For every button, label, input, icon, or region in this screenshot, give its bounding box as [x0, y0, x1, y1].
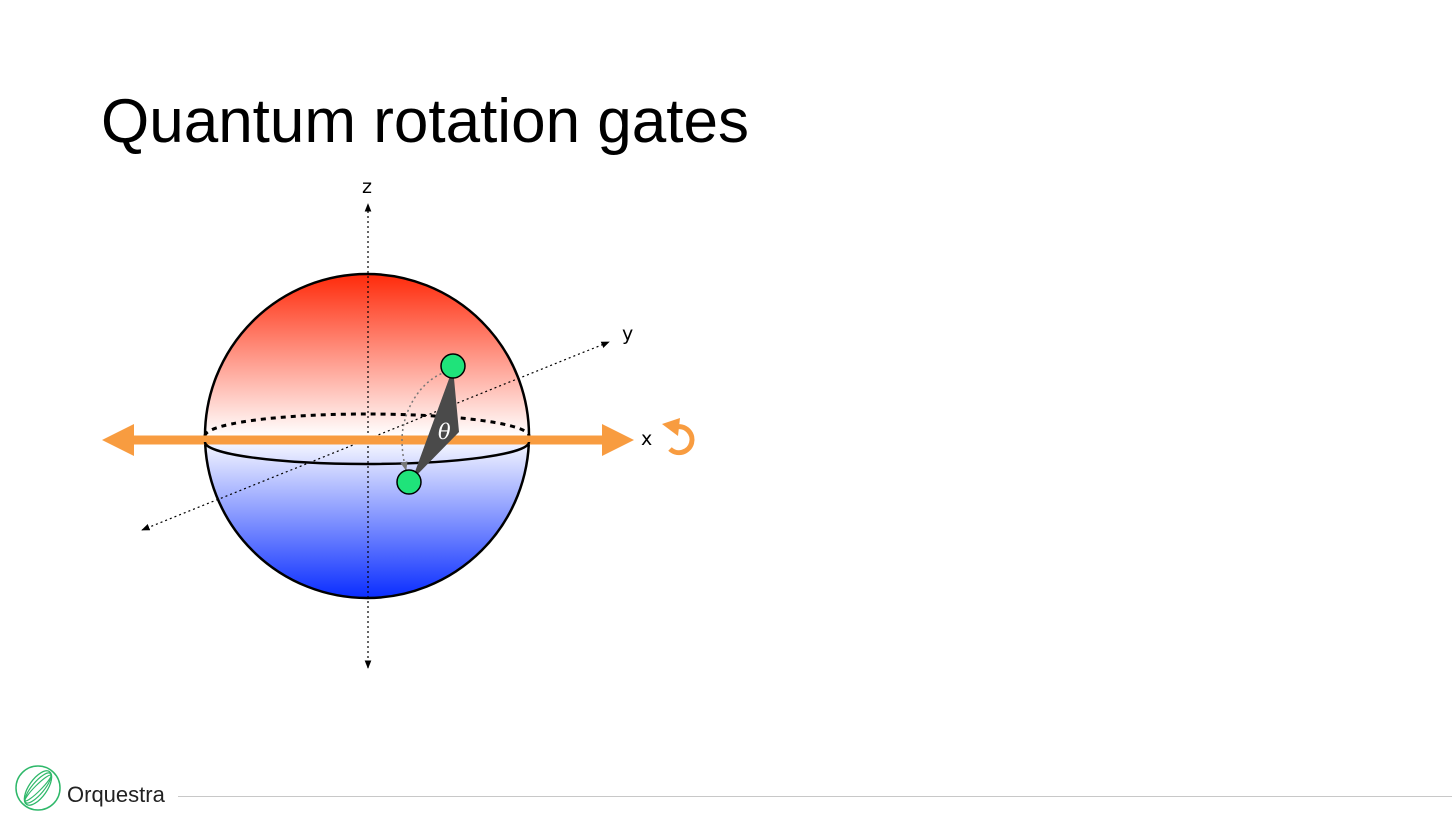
equator-front [203, 441, 531, 466]
rotation-path-arc [400, 371, 447, 471]
slide-title: Quantum rotation gates [101, 87, 749, 156]
initial-state-point [440, 353, 466, 379]
footer-divider [178, 796, 1452, 797]
orquestra-logo-icon [15, 765, 61, 811]
brand-name: Orquestra [67, 782, 165, 807]
rotation-arrow-icon [662, 418, 695, 456]
rotated-state-point [396, 469, 422, 495]
y-axis-label: y [622, 323, 633, 345]
x-rotation-axis [102, 424, 634, 456]
z-axis-label: z [362, 176, 372, 198]
x-axis-label: x [641, 428, 652, 450]
theta-label: θ [438, 420, 451, 444]
angle-wedge [412, 368, 459, 480]
slide-footer: Orquestra [0, 758, 1452, 818]
